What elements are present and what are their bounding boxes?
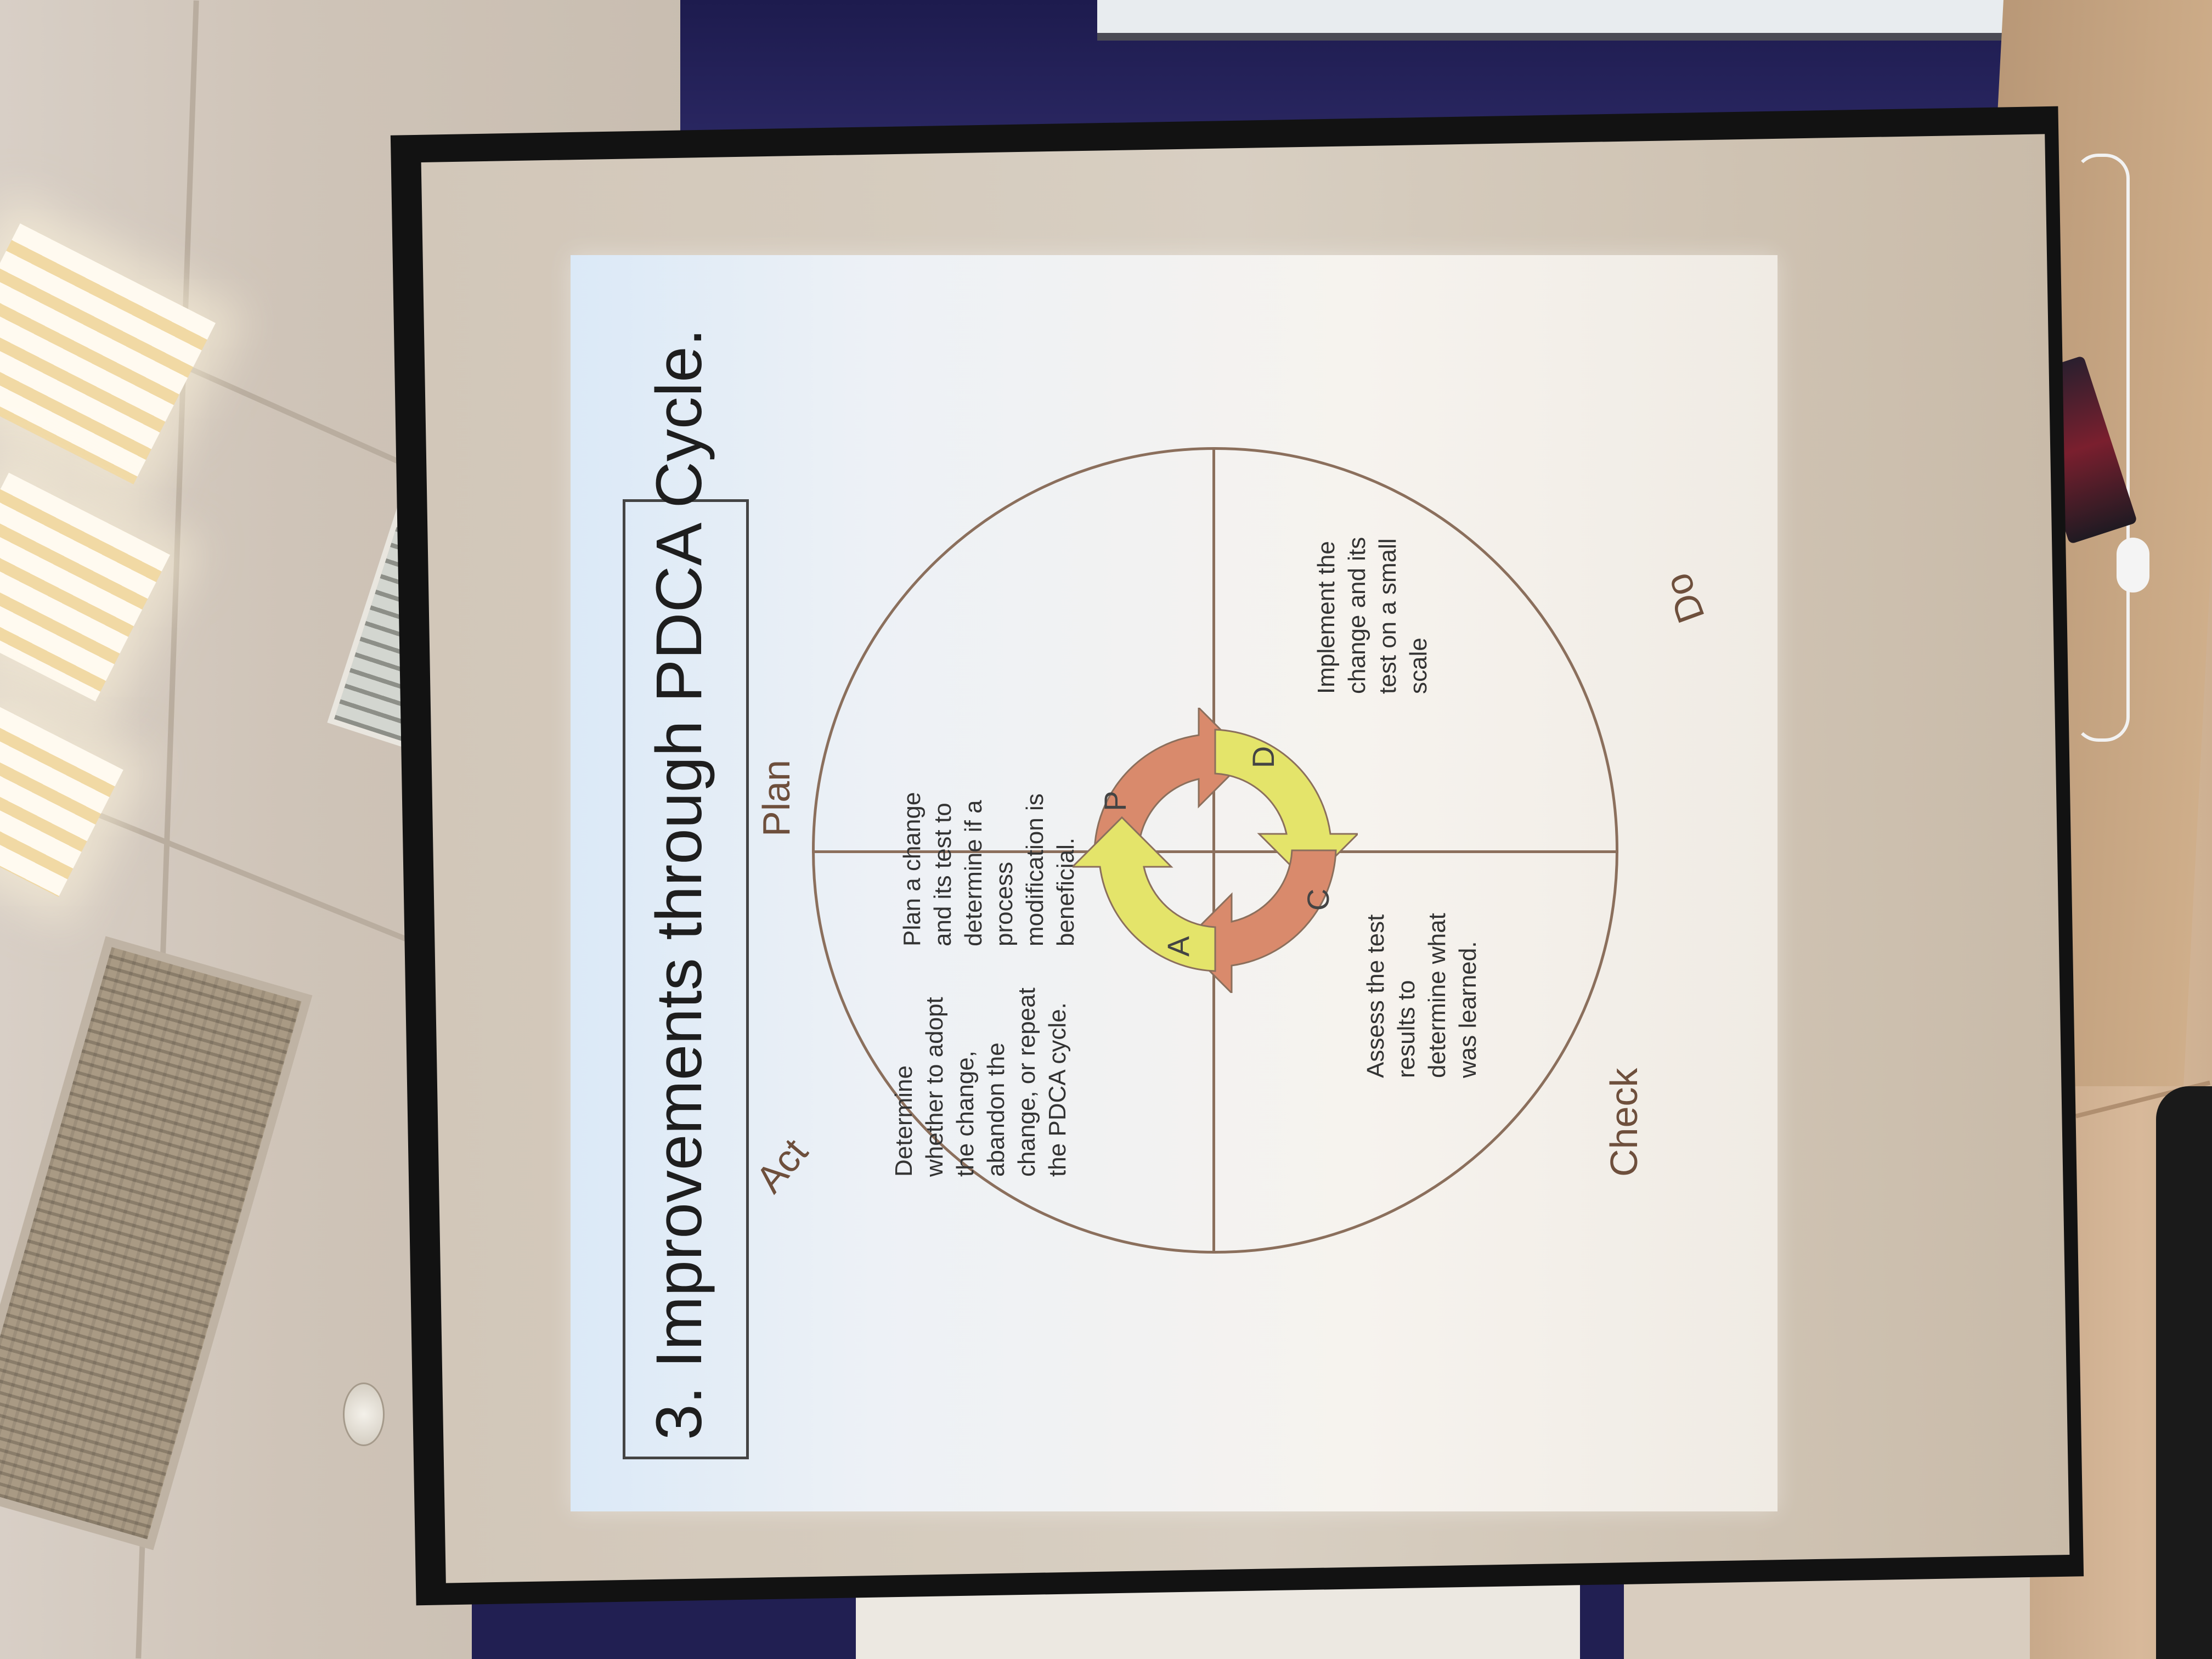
act-line: whether to adopt	[921, 997, 948, 1177]
check-line: Assess the test	[1362, 914, 1389, 1078]
do-line: Implement the	[1313, 541, 1340, 694]
plan-line: process	[991, 861, 1018, 946]
quadrant-text-check: Assess the test results to determine wha…	[1361, 913, 1483, 1078]
plan-line: determine if a	[960, 800, 987, 946]
ring-letter-d: D	[1246, 746, 1280, 769]
phase-label-act: Act	[747, 1130, 816, 1201]
do-line: change and its	[1344, 537, 1370, 694]
check-line: results to	[1393, 980, 1420, 1078]
act-line: the PDCA cycle.	[1044, 1002, 1071, 1177]
check-line: was learned.	[1454, 941, 1481, 1078]
quadrant-text-do: Implement the change and its test on a s…	[1311, 537, 1434, 694]
mouse	[2117, 538, 2149, 592]
quadrant-text-plan: Plan a change and its test to determine …	[897, 792, 1081, 946]
ceiling-sensor	[343, 1383, 385, 1446]
phase-label-do: Do	[1656, 567, 1713, 629]
act-line: abandon the	[983, 1042, 1009, 1177]
do-line: test on a small	[1374, 538, 1401, 694]
mouse-cable	[2074, 154, 2130, 742]
phase-label-check: Check	[1602, 1068, 1645, 1177]
cycle-arrows-icon	[1073, 708, 1358, 993]
arrow-do-icon	[1214, 729, 1358, 885]
act-line: the change,	[952, 1051, 979, 1177]
plan-line: and its test to	[929, 803, 956, 946]
ring-letter-a: A	[1161, 936, 1195, 957]
arrow-act-icon	[1073, 816, 1216, 972]
slide-title-box: 3. Improvements through PDCA Cycle.	[623, 328, 749, 1459]
slide: 3. Improvements through PDCA Cycle. Plan…	[571, 255, 1778, 1511]
do-line: scale	[1405, 637, 1432, 694]
act-line: change, or repeat	[1013, 988, 1040, 1177]
phase-label-plan: Plan	[755, 759, 798, 837]
quadrant-text-act: Determine whether to adopt the change, a…	[889, 988, 1073, 1177]
act-line: Determine	[890, 1065, 917, 1177]
arrow-check-icon	[1181, 849, 1337, 993]
ring-letter-p: P	[1098, 791, 1132, 811]
ring-letter-c: C	[1301, 888, 1335, 911]
monitor-edge	[2156, 1086, 2212, 1659]
arrow-plan-icon	[1093, 708, 1250, 851]
slide-title: 3. Improvements through PDCA Cycle.	[643, 328, 715, 1440]
check-line: determine what	[1424, 913, 1451, 1078]
plan-line: modification is	[1022, 793, 1048, 946]
whiteboard	[1097, 0, 2030, 41]
plan-line: Plan a change	[899, 792, 926, 946]
